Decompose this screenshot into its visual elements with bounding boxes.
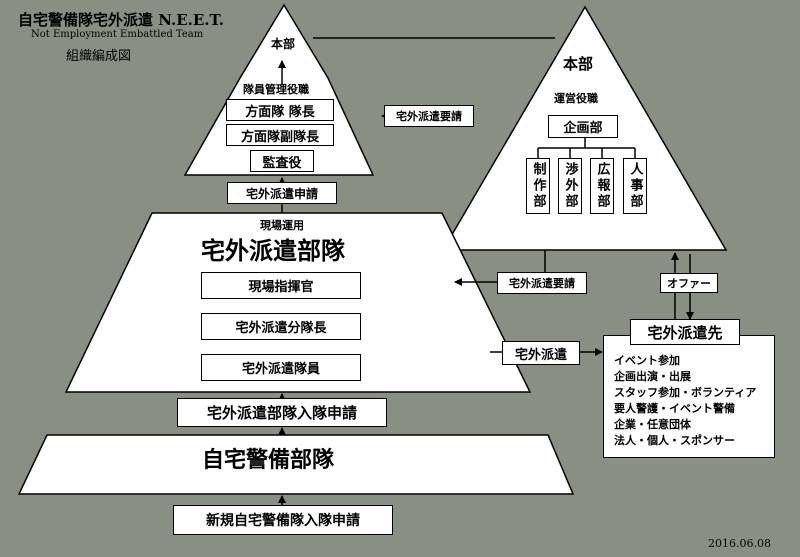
management-section-label: 隊員管理役職 xyxy=(243,83,309,96)
destination-item: 要人警護・イベント警備 xyxy=(614,402,735,415)
base-unit-trapezoid xyxy=(17,434,575,495)
hq-title: 本部 xyxy=(563,55,594,73)
dispatch-title: 宅外派遣部隊 xyxy=(201,237,345,265)
rank-field-commander: 現場指揮官 xyxy=(201,272,361,299)
flow-dispatch-application: 宅外派遣申請 xyxy=(227,182,337,204)
chart-name: 組織編成図 xyxy=(66,49,132,64)
dept-connector xyxy=(537,138,636,158)
dept-production: 制作部 xyxy=(526,158,550,214)
role-leader: 方面隊 隊長 xyxy=(226,99,334,121)
destination-item: イベント参加 xyxy=(614,354,680,367)
flow-hq-dispatch-request: 宅外派遣要請 xyxy=(497,272,587,294)
destination-title: 宅外派遣先 xyxy=(630,319,740,345)
destination-item: スタッフ参加・ボランティア xyxy=(614,386,757,399)
destination-list: イベント参加 企画出演・出展 スタッフ参加・ボランティア 要人警護・イベント警備… xyxy=(614,353,756,449)
base-unit-title: 自宅警備部隊 xyxy=(202,448,335,473)
dept-external-relations: 渉外部 xyxy=(558,158,582,214)
header-subtitle: Not Employment Embattled Team xyxy=(31,29,204,40)
hq-section-label: 運営役職 xyxy=(554,92,598,105)
flow-new-application: 新規自宅警備隊入隊申請 xyxy=(173,505,393,535)
flow-offer: オファー xyxy=(660,273,718,293)
flow-dispatch: 宅外派遣 xyxy=(502,341,580,365)
rank-squad-leader: 宅外派遣分隊長 xyxy=(201,313,361,340)
rank-member: 宅外派遣隊員 xyxy=(201,354,361,381)
planning-department: 企画部 xyxy=(548,115,618,138)
header-title: 自宅警備隊宅外派遣 N.E.E.T. xyxy=(18,11,224,29)
role-auditor: 監査役 xyxy=(250,150,314,172)
apex-label: 本部 xyxy=(270,36,295,51)
dept-human-resources: 人事部 xyxy=(623,158,647,214)
dept-public-relations: 広報部 xyxy=(590,158,614,214)
destination-item: 企画出演・出展 xyxy=(614,370,691,383)
flow-dispatch-request-to-hq: 宅外派遣要請 xyxy=(384,105,474,127)
role-vice-leader: 方面隊副隊長 xyxy=(226,124,334,146)
destination-item: 企業・任意団体 xyxy=(614,418,691,431)
destination-item: 法人・個人・スポンサー xyxy=(614,434,735,447)
dispatch-pyramid xyxy=(64,212,532,393)
dispatch-section-label: 現場運用 xyxy=(260,219,304,232)
flow-join-application: 宅外派遣部隊入隊申請 xyxy=(177,398,387,427)
destination-panel xyxy=(603,335,775,458)
date-label: 2016.06.08 xyxy=(708,537,771,550)
